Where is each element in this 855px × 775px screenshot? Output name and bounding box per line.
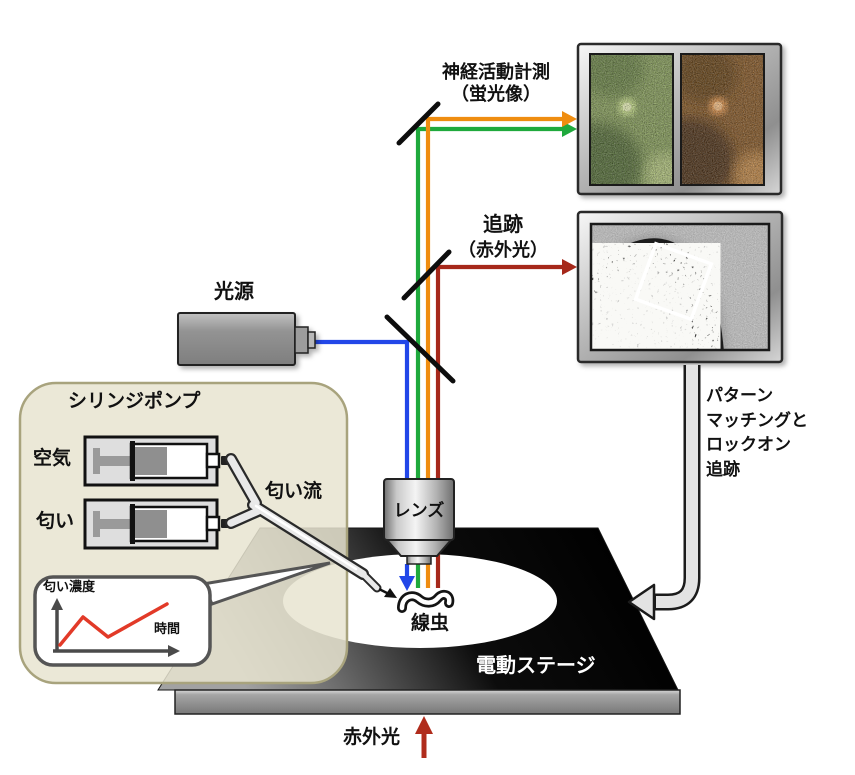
inset-axes [51, 598, 180, 657]
beam-blue [313, 339, 410, 479]
syringe-air-nozzle [205, 452, 221, 469]
inset-line-series [58, 602, 169, 647]
syringe-air [83, 435, 230, 487]
light-beams [313, 111, 577, 591]
light-source [177, 312, 316, 366]
inset-x-axis-label: 時間 [154, 621, 181, 636]
infrared-arrow-icon [415, 716, 433, 758]
beam-green [415, 126, 563, 588]
syringe-odor-nozzle [205, 515, 221, 532]
mirror-top [396, 101, 441, 146]
light-source-label: 光源 [214, 281, 254, 303]
beam-red-arrowhead-icon [562, 259, 577, 275]
feedback-text-line3: ロックオン [706, 435, 791, 454]
mirror-bottom [384, 314, 456, 384]
odor-label: 匂い [36, 511, 75, 532]
tube-tip-arrow-icon [378, 587, 397, 598]
light-source-nozzle [294, 326, 309, 354]
feedback-arrow [627, 365, 701, 621]
mirror-middle [401, 249, 452, 301]
pattern-match-box [633, 241, 714, 322]
tracking-monitor [576, 210, 784, 364]
air-label: 空気 [33, 448, 72, 469]
objective-lens [383, 478, 455, 565]
tracking-label-line2: （赤外光） [458, 240, 548, 260]
feedback-text-line1: パターン [706, 386, 774, 405]
syringe-pump-label: シリンジポンプ [68, 391, 201, 412]
nematode-worm [397, 589, 455, 613]
syringe-odor [83, 498, 230, 550]
odor-tube [225, 453, 382, 593]
beam-orange [425, 116, 563, 588]
fluorescence-label-line2: （蛍光像） [451, 84, 541, 104]
feedback-text-line2: マッチングと [706, 410, 808, 430]
beam-orange-arrowhead-icon [562, 111, 577, 127]
fluorescence-image-orange [681, 54, 764, 185]
feedback-text: パターン マッチングと ロックオン 追跡 [706, 384, 808, 482]
fluorescence-label-line1: 神経活動計測 [442, 62, 550, 82]
dichroic-mirrors [384, 101, 456, 384]
lens-label: レンズ [393, 501, 445, 520]
feedback-text-line4: 追跡 [706, 459, 740, 479]
fluorescence-monitor [576, 42, 783, 196]
stage-base-slab [174, 689, 681, 715]
nematode-label: 線虫 [410, 613, 449, 634]
odor-concentration-inset [33, 561, 331, 667]
fluorescence-image-green [590, 54, 673, 185]
beam-blue-arrowhead-icon [399, 576, 415, 591]
stage-label: 電動ステージ [476, 655, 596, 677]
bubble-body [33, 575, 212, 667]
infrared-label: 赤外光 [343, 727, 401, 748]
feedback-arrowhead-icon [627, 583, 656, 621]
tracking-image [591, 224, 769, 350]
odor-flow-label: 匂い流 [265, 481, 323, 502]
inset-y-axis-label: 匂い濃度 [43, 579, 96, 594]
tracking-label-line1: 追跡 [483, 214, 523, 236]
